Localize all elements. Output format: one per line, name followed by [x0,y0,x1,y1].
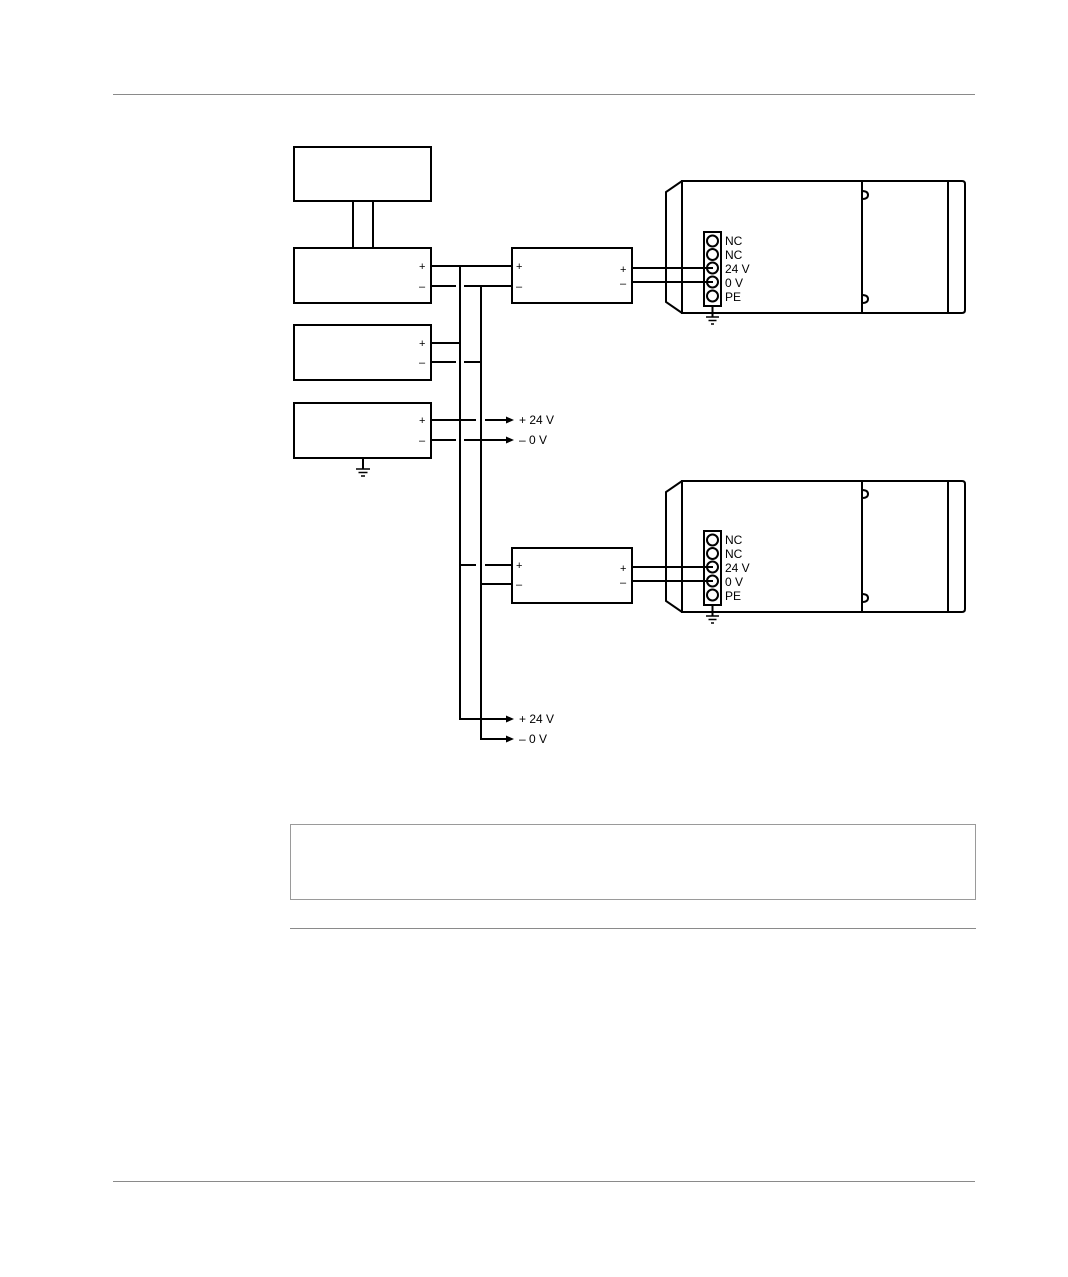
device-1-terminal-4 [706,275,719,289]
arrow-right-icon [506,735,514,743]
arrow-right-icon [506,436,514,444]
device-2-terminal-5 [706,588,719,602]
power-supply-1 [293,247,432,304]
device-1-connector-label: 0 V [725,276,743,290]
device-2-terminal-3 [706,560,719,574]
device-2-terminal-2 [706,547,719,560]
module2-out-plus-label: + [620,563,626,575]
device-1-hinge-top [860,189,870,201]
module1-in-minus-label: – [516,281,523,293]
module1-out-plus-label: + [620,264,626,276]
module2-out-minus-label: – [620,577,627,589]
device-1-connector-label: NC [725,248,743,262]
header-rule [113,94,975,95]
device-1-hinge-bottom [860,293,870,305]
device-1-terminal-2 [706,248,719,261]
device-2-hinge-top [860,488,870,500]
device-1-connector-label: NC [725,234,743,248]
top-device-box [293,146,432,202]
module1-out-minus-label: – [620,278,627,290]
ps1-minus-label: – [419,281,426,293]
footer-rule [113,1181,975,1182]
output-plus-24v-label: + 24 V [519,712,554,726]
device-2-hinge-bottom [860,592,870,604]
power-supply-3 [293,402,432,459]
module-2 [511,547,633,604]
module1-in-plus-label: + [516,261,522,273]
section-rule [290,928,976,929]
ground-icon [356,468,370,477]
device-2-connector-label: NC [725,547,743,561]
module-1 [511,247,633,304]
arrow-right-icon [506,715,514,723]
module2-in-minus-label: – [516,579,523,591]
caption-box [290,824,976,900]
device-1-terminal-3 [706,261,719,275]
device-2-terminal-1 [706,533,719,547]
ground-icon [706,316,719,325]
output-minus-0v-label: – 0 V [519,732,547,746]
power-supply-2 [293,324,432,381]
device-2-connector-label: 0 V [725,575,743,589]
ps2-plus-label: + [419,338,425,350]
device-2-connector-label: 24 V [725,561,750,575]
ground-icon [706,615,719,624]
ps1-plus-label: + [419,261,425,273]
arrow-right-icon [506,416,514,424]
module2-in-plus-label: + [516,560,522,572]
device-1-connector-label: PE [725,290,741,304]
device-2-terminal-4 [706,574,719,588]
device-housing-2 [665,480,966,613]
device-2-connector-label: PE [725,589,741,603]
device-1-terminal-1 [706,234,719,248]
ps3-plus-label: + [419,415,425,427]
output-minus-0v-label: – 0 V [519,433,547,447]
ps3-minus-label: – [419,435,426,447]
device-1-connector-label: 24 V [725,262,750,276]
device-housing-1 [665,180,966,314]
device-2-connector-label: NC [725,533,743,547]
ps2-minus-label: – [419,357,426,369]
output-plus-24v-label: + 24 V [519,413,554,427]
device-1-terminal-5 [706,289,719,303]
